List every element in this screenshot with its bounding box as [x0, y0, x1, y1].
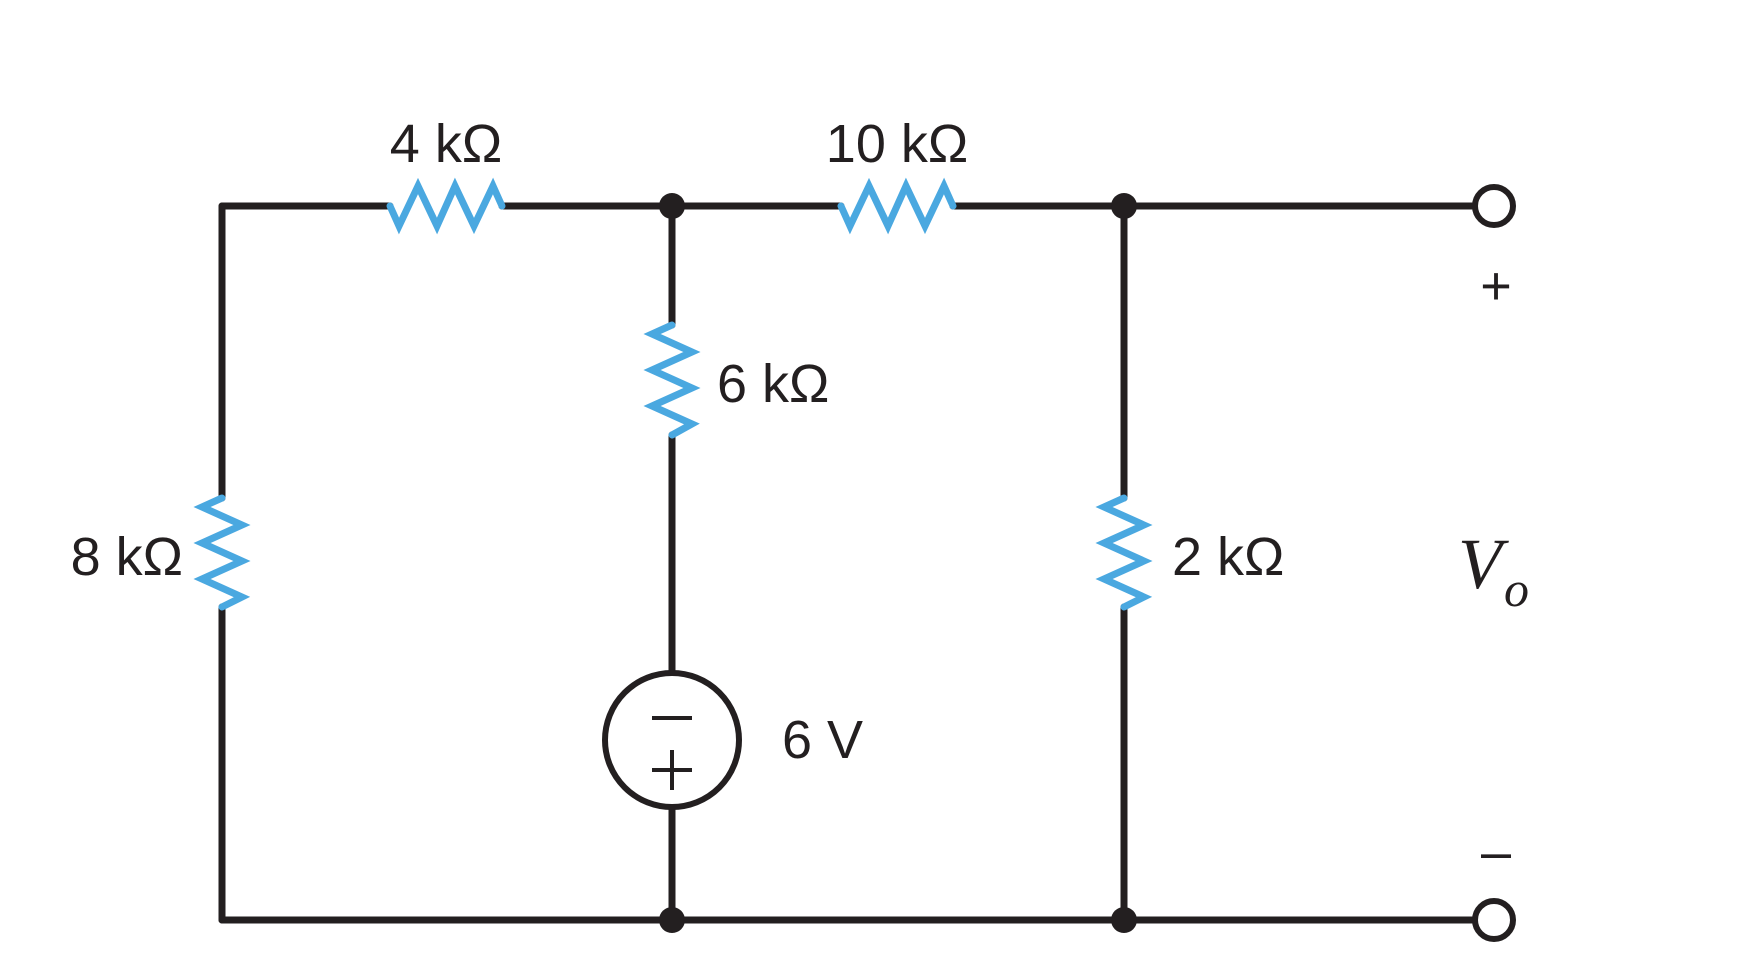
label-6k: 6 kΩ: [717, 354, 829, 414]
terminal-bottom: [1472, 898, 1516, 942]
resistor-8k: [193, 494, 251, 611]
output-minus: –: [1481, 822, 1511, 882]
resistors: [193, 177, 1153, 611]
node-top-middle: [659, 193, 685, 219]
label-6v: 6 V: [782, 710, 863, 770]
node-top-right: [1111, 193, 1137, 219]
resistor-4k: [386, 177, 506, 235]
wires: [218, 202, 1479, 924]
label-10k: 10 kΩ: [826, 114, 968, 174]
resistor-10k: [837, 177, 957, 235]
terminal-top: [1472, 184, 1516, 228]
output-terminals: [1472, 184, 1516, 942]
label-8k: 8 kΩ: [71, 527, 183, 587]
label-4k: 4 kΩ: [390, 114, 502, 174]
voltage-source: [602, 670, 742, 810]
output-voltage-label: Vo: [1458, 524, 1529, 617]
labels: 4 kΩ 10 kΩ 6 kΩ 8 kΩ 2 kΩ 6 V + – Vo: [71, 114, 1529, 882]
node-bottom-middle: [659, 907, 685, 933]
output-voltage-subscript: o: [1504, 561, 1529, 617]
voltage-source-circle: [602, 670, 742, 810]
node-bottom-right: [1111, 907, 1137, 933]
output-plus: +: [1480, 256, 1512, 316]
resistor-6k: [643, 321, 701, 439]
output-voltage-symbol: V: [1458, 524, 1509, 604]
resistor-2k: [1095, 494, 1153, 611]
label-2k: 2 kΩ: [1172, 527, 1284, 587]
nodes: [659, 193, 1137, 933]
